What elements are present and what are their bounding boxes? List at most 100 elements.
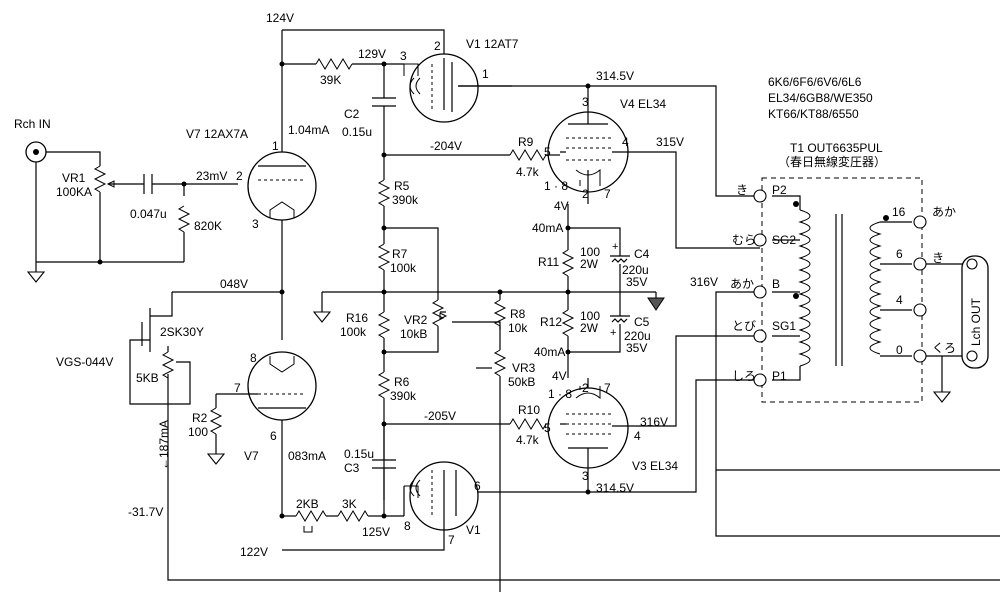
pin-v1b-8: 8 [404,519,411,533]
label-c5-volt: 35V [626,341,647,355]
junction-dot [279,61,285,67]
input-jack [25,141,184,283]
ground-bus [312,291,665,323]
label-r7-value: 100k [390,261,417,275]
b-plus-rail [281,29,445,160]
label-lch-out: Lch OUT [969,297,983,346]
label-r12-watt: 2W [580,321,599,335]
pin-v7-1: 1 [272,139,279,153]
junction-dot [381,513,387,519]
opt-pin-p1 [753,373,767,387]
capacitor-c3 [372,424,396,500]
junction-dot [381,61,387,67]
opt-tap-16: 16 [892,205,906,219]
label-vr3: VR3 [512,361,536,375]
label-t1-sub: （春日無線変圧器） [778,154,886,169]
junction-dot [279,289,285,295]
label-r10: R10 [518,403,540,417]
label-vgs: VGS-044V [56,355,113,369]
label-r6-value: 390k [390,389,417,403]
pin-v1b-6: 6 [474,479,481,493]
pin-v3-5: 5 [544,421,551,435]
label-820k: 820K [194,219,222,233]
opt-color-0: くろ [932,341,956,355]
pin-v7-2: 2 [236,169,243,183]
wire-v4-grid [384,149,560,161]
resistor-r5 [377,155,391,244]
label-c-input: 0.047u [130,207,167,221]
pin-v7b-6: 6 [270,429,277,443]
label-vr1: VR1 [62,171,86,185]
label-314v-bottom: 314.5V [596,481,634,495]
label-316v-supply: 316V [690,275,718,289]
opt-pin-sg1 [753,329,767,343]
opt-pin-b [753,285,767,299]
label-r11: R11 [538,255,559,269]
resistor-r8-vr3 [476,292,507,592]
pin-v3-2: 2 [582,381,589,395]
label-5kb: 5KB [136,371,159,385]
junction-dot [181,181,187,187]
label-31-7v: -31.7V [128,505,163,519]
label-vr2-value: 10kB [400,327,427,341]
label-c2: C2 [344,107,360,121]
label-c5-plus: + [610,327,616,339]
opt-tap-0: 0 [896,343,903,357]
label-v1b: V1 [466,523,481,537]
label-rch-in: Rch IN [14,117,51,131]
label-r9-value: 4.7k [516,165,540,179]
opt-tap-p1: P1 [772,369,787,383]
output-transformer [761,177,923,403]
label-205v: -205V [424,409,456,423]
label-r7: R7 [392,247,408,261]
label-r2-value: 100 [188,425,208,439]
opt-color-p2: き [736,183,748,197]
label-r9: R9 [518,135,534,149]
junction-dot [565,289,571,295]
pin-v7-3: 3 [252,217,259,231]
opt-color-sg2: むら [732,233,756,247]
label-r11-watt: 2W [580,257,599,271]
pin-v1b-7: 7 [448,533,455,547]
pin-v3-1-8: 1 · 8 [548,387,572,401]
label-r11-value: 100 [580,245,600,259]
label-r-39k: 39K [320,73,341,87]
label-v7: V7 12AX7A [186,127,248,141]
pin-v4-2: 2 [582,187,589,201]
label-vr2: VR2 [404,313,428,327]
opt-tap-b: B [772,277,780,291]
label-r16: R16 [346,311,368,325]
label-r8-value: 10k [508,321,528,335]
tube-v3-el34 [547,335,760,492]
label-187ma: ←187mA [157,420,171,470]
label-c3-value: 0.15u [344,447,374,461]
opt-pin-4 [913,303,927,317]
resistor-r2 [206,394,226,465]
label-r12: R12 [540,315,562,329]
label-2sk30y: 2SK30Y [160,325,204,339]
jfet-2sk30y [129,291,1000,581]
junction-dot [381,225,387,231]
label-t1: T1 OUT6635PUL [790,141,883,155]
junction-dot [381,349,387,355]
opt-tap-sg2: SG2 [772,233,796,247]
opt-tap-p2: P2 [772,183,787,197]
label-c4-plus: + [612,241,618,253]
label-v3: V3 EL34 [632,459,678,473]
label-048v: 048V [220,277,248,291]
opt-tap-6: 6 [896,247,903,261]
label-3k: 3K [342,497,357,511]
label-tubes-2: EL34/6GB8/WE350 [768,91,873,105]
pin-v3-3: 3 [582,469,589,483]
pin-v1-1: 1 [482,67,489,81]
opt-color-p1: しろ [732,369,756,383]
label-314v-top: 314.5V [596,69,634,83]
junction-dot [565,349,571,355]
pin-v1-3: 3 [400,49,407,63]
label-v4-40ma: 40mA [532,221,563,235]
output-terminal [926,255,989,403]
label-204v: -204V [430,139,462,153]
opt-color-b: あか [730,277,754,291]
pin-v7b-7: 7 [234,381,241,395]
label-r2: R2 [192,411,208,425]
